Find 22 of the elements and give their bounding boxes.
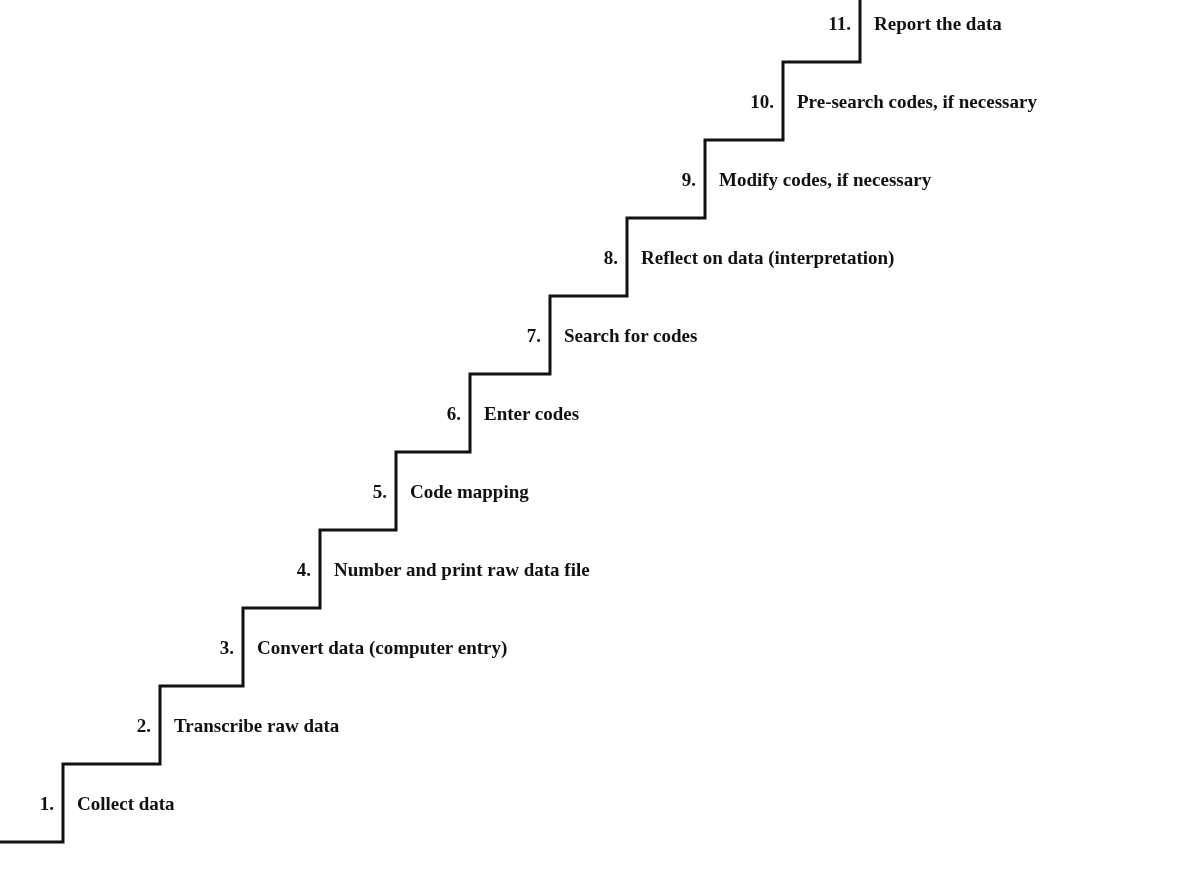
step-label: Code mapping: [410, 481, 529, 503]
step-label: Enter codes: [484, 403, 580, 425]
step-label: Transcribe raw data: [174, 715, 340, 737]
step-number: 1.: [39, 793, 54, 815]
step-label: Pre-search codes, if necessary: [797, 91, 1037, 113]
step-number: 3.: [219, 637, 234, 659]
step-number: 2.: [136, 715, 151, 737]
step-label: Search for codes: [564, 325, 698, 347]
step-number: 10.: [750, 91, 774, 113]
step-number: 11.: [828, 13, 851, 35]
step-label: Report the data: [874, 13, 1002, 35]
step-label: Collect data: [77, 793, 175, 815]
step-number: 7.: [526, 325, 541, 347]
step-number: 9.: [681, 169, 696, 191]
step-number: 8.: [603, 247, 618, 269]
step-label: Modify codes, if necessary: [719, 169, 932, 191]
step-number: 4.: [296, 559, 311, 581]
step-label: Number and print raw data file: [334, 559, 590, 581]
step-label: Convert data (computer entry): [257, 637, 508, 659]
step-number: 6.: [446, 403, 461, 425]
step-label: Reflect on data (interpretation): [641, 247, 895, 269]
step-number: 5.: [372, 481, 387, 503]
